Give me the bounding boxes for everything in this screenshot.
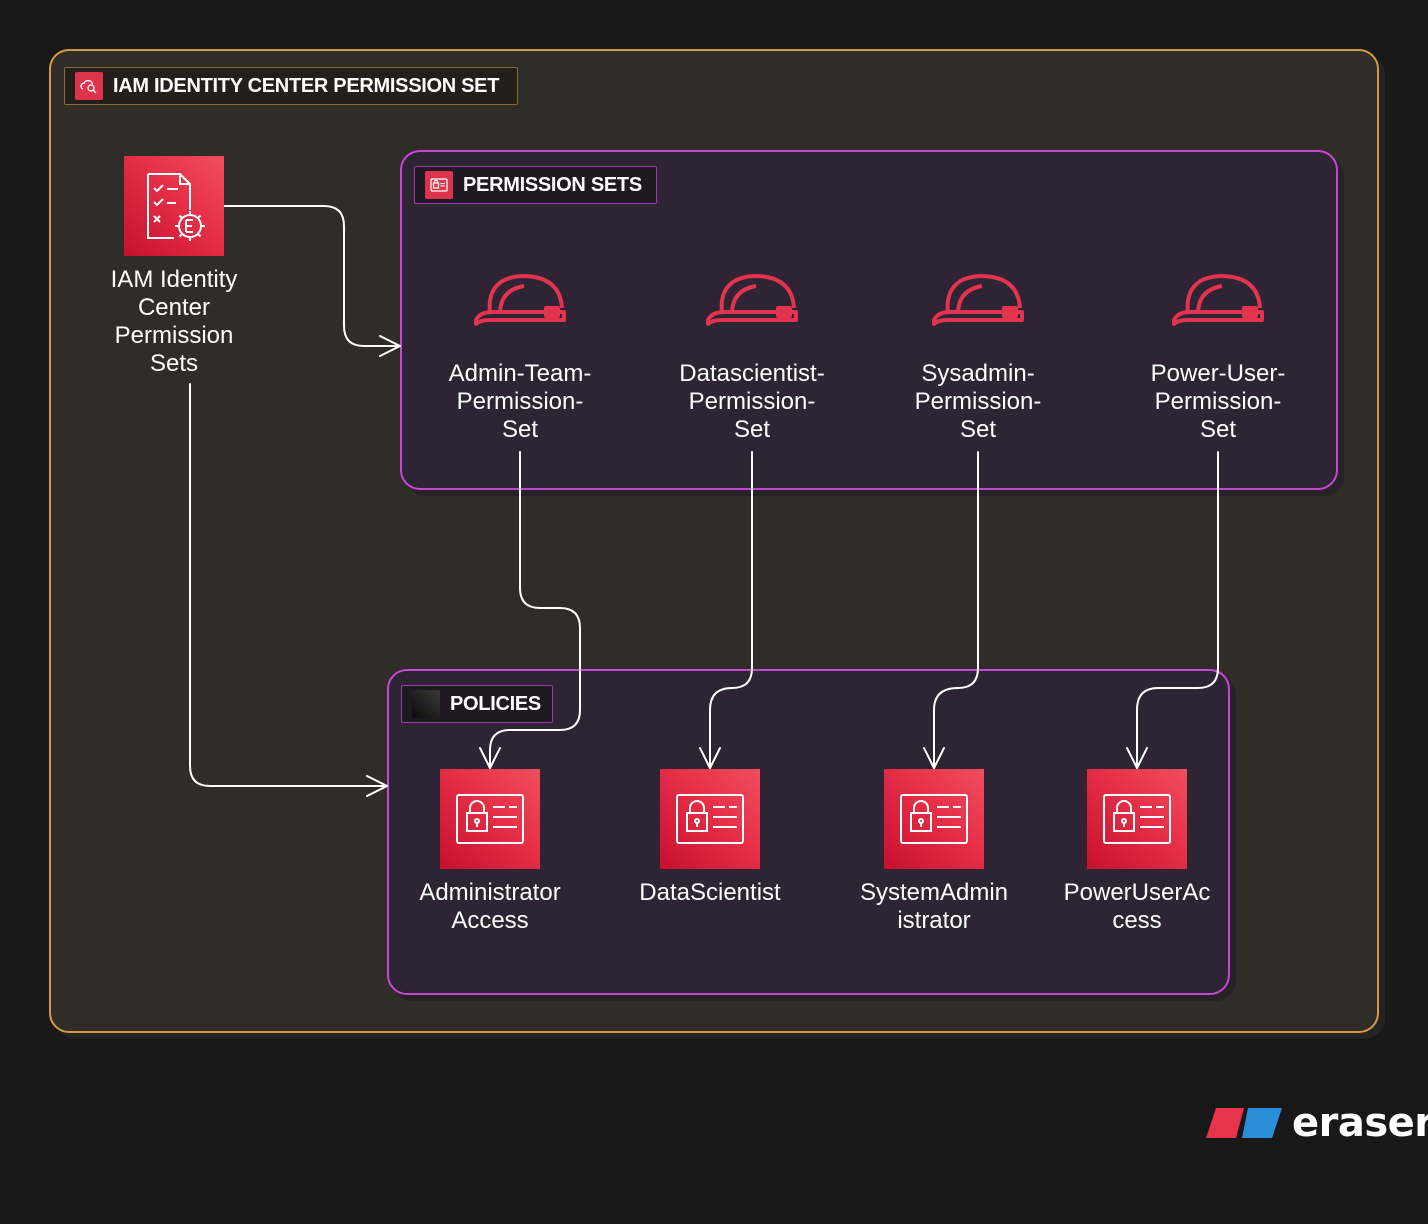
policy-label: Administrator Access xyxy=(419,879,561,934)
iam-identity-center-tile[interactable] xyxy=(124,156,224,256)
permission-set-label: Power-User- Permission- Set xyxy=(1150,360,1286,443)
policy-tile-datascientist[interactable] xyxy=(660,769,760,869)
edge-source-to-permission-sets xyxy=(223,205,401,347)
group-title-outer-label: IAM IDENTITY CENTER PERMISSION SET xyxy=(113,74,500,97)
arrowhead xyxy=(366,775,388,797)
permissions-card-icon xyxy=(456,794,524,844)
dark-square-icon xyxy=(412,690,440,718)
hard-hat-icon[interactable] xyxy=(470,268,570,332)
arrowhead xyxy=(1126,747,1148,769)
arrowhead xyxy=(699,747,721,769)
group-title-policies-label: POLICIES xyxy=(450,692,541,715)
policy-tile-administrator-access[interactable] xyxy=(440,769,540,869)
policy-tile-poweruseraccess[interactable] xyxy=(1087,769,1187,869)
permission-set-label: Sysadmin- Permission- Set xyxy=(914,360,1042,443)
eraser-wordmark: eraser xyxy=(1292,1100,1428,1146)
policy-label: PowerUserAc cess xyxy=(1063,879,1211,934)
permissions-card-icon xyxy=(1103,794,1171,844)
arrowhead xyxy=(923,747,945,769)
permissions-card-icon xyxy=(900,794,968,844)
iam-identity-center-label: IAM Identity Center Permission Sets xyxy=(110,266,238,377)
hard-hat-icon[interactable] xyxy=(702,268,802,332)
group-title-permission-sets: PERMISSION SETS xyxy=(414,166,657,204)
group-title-permission-sets-label: PERMISSION SETS xyxy=(463,173,642,196)
permission-set-label: Datascientist- Permission- Set xyxy=(679,360,825,443)
edge-poweruser-to-poweruseraccess xyxy=(1136,451,1219,769)
id-card-icon xyxy=(425,171,453,199)
policy-label: DataScientist xyxy=(639,879,781,906)
edge-sysadmin-to-systemadministrator xyxy=(933,451,979,769)
cloud-search-icon xyxy=(75,72,103,100)
group-title-outer: IAM IDENTITY CENTER PERMISSION SET xyxy=(64,67,518,105)
policy-label: SystemAdmin istrator xyxy=(859,879,1009,934)
hard-hat-icon[interactable] xyxy=(928,268,1028,332)
checklist-gear-icon xyxy=(147,173,205,241)
group-title-policies: POLICIES xyxy=(401,685,553,723)
arrowhead xyxy=(379,335,401,357)
edge-admin-to-administrator-access xyxy=(489,451,581,769)
permission-set-label: Admin-Team- Permission- Set xyxy=(448,360,592,443)
edge-datascientist-to-datascientist xyxy=(709,451,753,769)
permissions-card-icon xyxy=(676,794,744,844)
hard-hat-icon[interactable] xyxy=(1168,268,1268,332)
eraser-logo-icon xyxy=(1206,1108,1282,1138)
edge-source-to-policies xyxy=(189,383,388,787)
policy-tile-systemadministrator[interactable] xyxy=(884,769,984,869)
arrowhead xyxy=(479,747,501,769)
eraser-brand[interactable]: eraser xyxy=(1206,1100,1428,1146)
